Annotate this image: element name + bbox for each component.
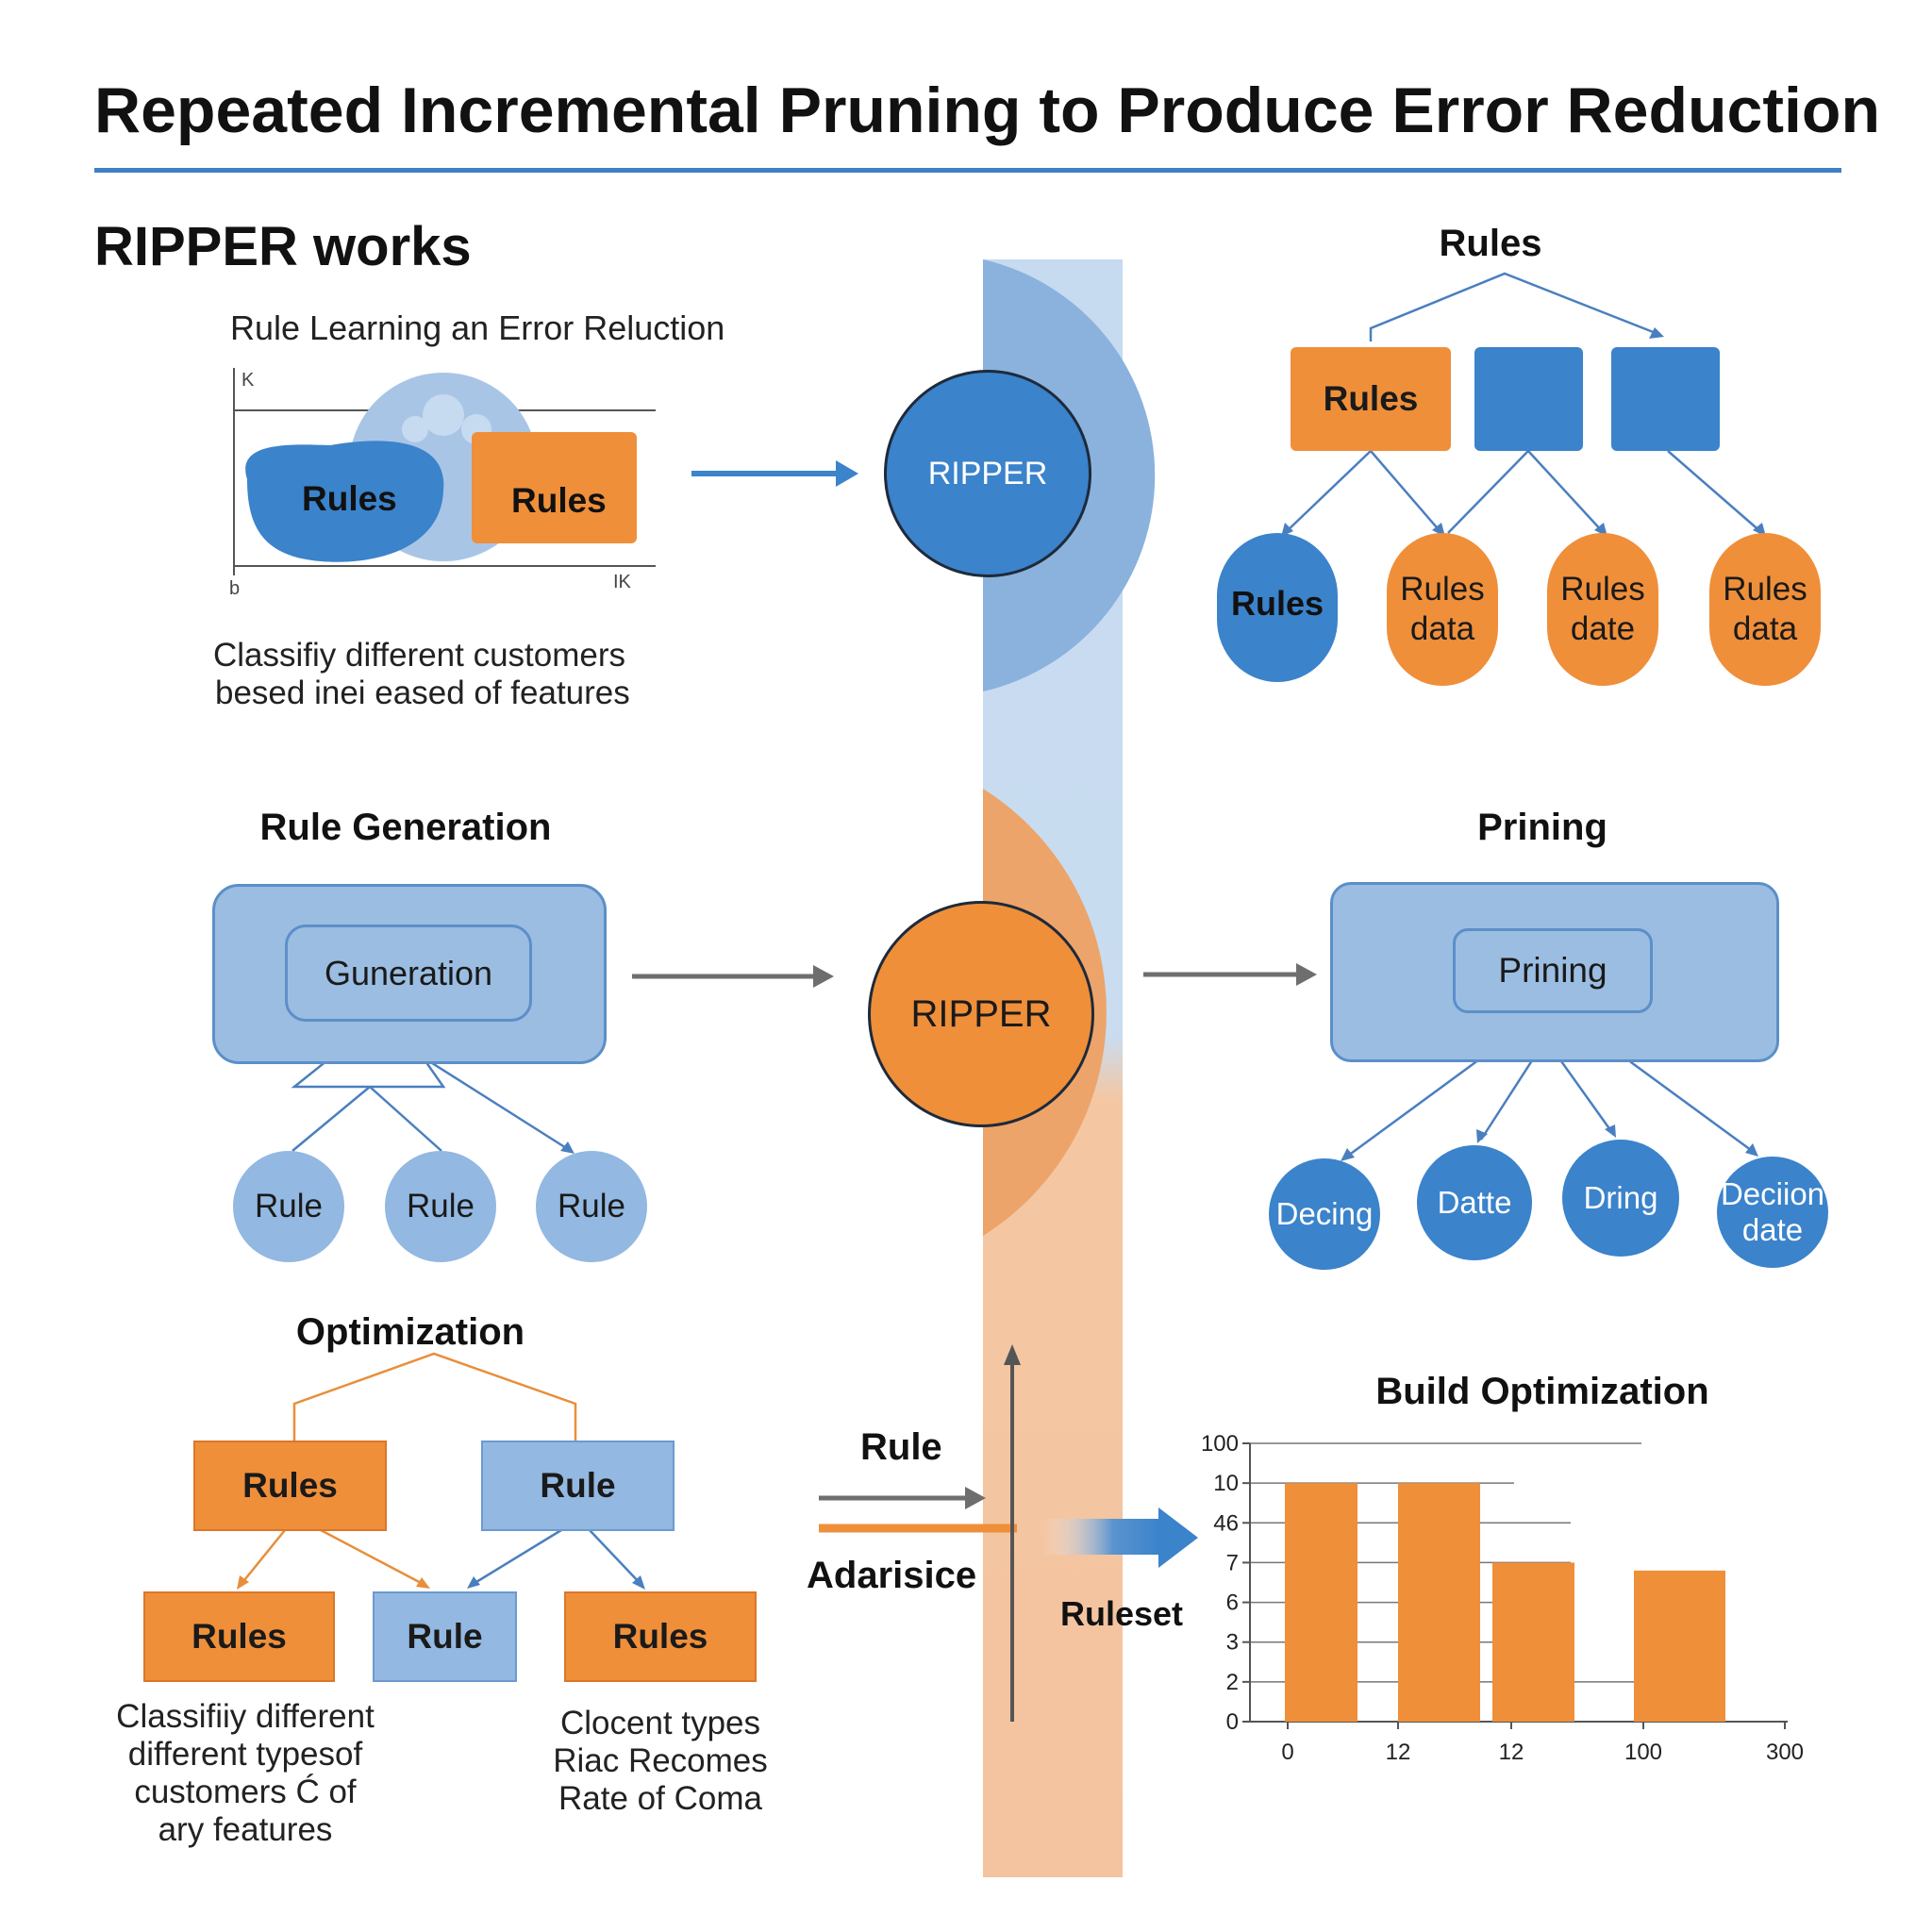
optimization-caption-right-line1: Clocent types (559, 1705, 761, 1741)
x-tick-label: 100 (1624, 1740, 1662, 1765)
optimization-rule-box-1: Rule (481, 1441, 675, 1531)
x-tick-label: 12 (1386, 1740, 1411, 1765)
optimization-caption-right: Clocent types Riac Recomes Rate of Coma (538, 1705, 783, 1818)
axis-bottom-left-label: b (229, 578, 241, 599)
pruning-node-1-line1: Decing (1275, 1196, 1374, 1231)
optimization-caption-left-line2: different typesof (127, 1736, 363, 1773)
rules-node-4-line1: Rules (1723, 571, 1807, 608)
ripper-works-heading: RIPPER works (94, 216, 472, 277)
axis-bottom-right-label: IK (613, 572, 631, 592)
optimization-caption-right-line3: Rate of Coma (558, 1780, 762, 1817)
ripper-node-top: RIPPER (884, 370, 1091, 577)
optimization-caption-left-line4: ary features (158, 1811, 333, 1848)
top-left-caption-line1: Classifiy different customers (213, 637, 626, 674)
x-tick-label: 0 (1281, 1740, 1293, 1765)
ripper-node-top-label: RIPPER (927, 456, 1048, 491)
optimization-rules-box-2: Rules (143, 1591, 335, 1682)
pruning-node-3-line1: Dring (1583, 1180, 1658, 1215)
optimization-rules-box-1: Rules (193, 1441, 387, 1531)
optimization-rule-box-2: Rule (373, 1591, 517, 1682)
pruning-inner-box: Prining (1453, 928, 1653, 1013)
optimization-caption-left-line3: customers Ć of (134, 1774, 357, 1810)
ruleset-label: Ruleset (1060, 1594, 1184, 1633)
rules-node-4-line2: data (1732, 610, 1798, 647)
pruning-node-1: Decing (1269, 1158, 1380, 1270)
blue-blob-label: Rules (302, 479, 397, 518)
page-title: Repeated Incremental Pruning to Produce … (94, 75, 1880, 146)
ripper-node-middle-label: RIPPER (910, 993, 1052, 1035)
pruning-node-3: Dring (1562, 1140, 1679, 1257)
y-tick-label: 7 (1226, 1550, 1239, 1575)
generation-inner-box: Guneration (285, 924, 532, 1022)
rules-node-3-line1: Rules (1560, 571, 1645, 608)
generation-rule-node-3: Rule (536, 1151, 647, 1262)
generation-rule-node-2: Rule (385, 1151, 496, 1262)
pruning-node-2-line1: Datte (1437, 1185, 1512, 1220)
y-tick-label: 2 (1226, 1670, 1239, 1695)
rules-top-box-2 (1474, 347, 1583, 451)
x-tick-label: 12 (1499, 1740, 1524, 1765)
bar (1634, 1570, 1725, 1722)
rule-learning-diagram (233, 368, 656, 575)
bar (1285, 1483, 1357, 1722)
title-divider (94, 168, 1841, 173)
optimization-heading: Optimization (295, 1311, 525, 1353)
bar (1398, 1483, 1480, 1722)
rules-heading: Rules (1439, 223, 1542, 264)
y-tick-label: 6 (1226, 1591, 1239, 1616)
rules-top-box-3 (1611, 347, 1720, 451)
x-tick-label: 300 (1766, 1740, 1804, 1765)
build-optimization-chart: 0 2 3 6 7 46 10 100 0 12 12 100 300 (1201, 1431, 1804, 1765)
generation-rule-node-1-label: Rule (255, 1188, 323, 1224)
optimization-caption-left: Classifiiy different different typesof c… (104, 1698, 387, 1849)
adarisice-label: Adarisice (807, 1555, 977, 1596)
rules-node-2-line2: data (1409, 610, 1475, 647)
pruning-node-4-line1: Deciion (1720, 1176, 1825, 1211)
y-tick-label: 10 (1213, 1471, 1239, 1496)
rule-label: Rule (860, 1426, 942, 1468)
rules-top-box-1: Rules (1291, 347, 1451, 451)
axis-top-label: K (242, 370, 255, 391)
optimization-rules-box-3: Rules (564, 1591, 757, 1682)
pruning-node-2: Datte (1417, 1145, 1532, 1260)
rules-node-2-line1: Rules (1400, 571, 1485, 608)
generation-rule-node-2-label: Rule (407, 1188, 475, 1224)
generation-rule-node-1: Rule (233, 1151, 344, 1262)
rules-node-1: Rules (1217, 533, 1338, 682)
pruning-heading: Prining (1477, 807, 1607, 848)
bar (1492, 1562, 1574, 1722)
rule-generation-heading: Rule Generation (259, 807, 552, 848)
orange-box-label: Rules (511, 481, 607, 520)
top-left-caption-line2: besed inei eased of features (215, 675, 630, 711)
chart-title: Build Optimization (1375, 1371, 1709, 1412)
y-tick-label: 46 (1213, 1510, 1239, 1536)
y-tick-label: 100 (1201, 1431, 1239, 1457)
ripper-node-middle: RIPPER (868, 901, 1094, 1127)
generation-rule-node-3-label: Rule (558, 1188, 625, 1224)
optimization-caption-left-line1: Classifiiy different (116, 1698, 375, 1735)
y-tick-label: 0 (1226, 1709, 1239, 1735)
optimization-caption-right-line2: Riac Recomes (553, 1742, 768, 1779)
y-tick-label: 3 (1226, 1630, 1239, 1656)
pruning-node-4-line2: date (1741, 1212, 1804, 1247)
rules-node-1-line1: Rules (1230, 584, 1324, 623)
rule-learning-subheading: Rule Learning an Error Reluction (230, 308, 725, 347)
rules-node-3-line2: date (1570, 610, 1636, 647)
